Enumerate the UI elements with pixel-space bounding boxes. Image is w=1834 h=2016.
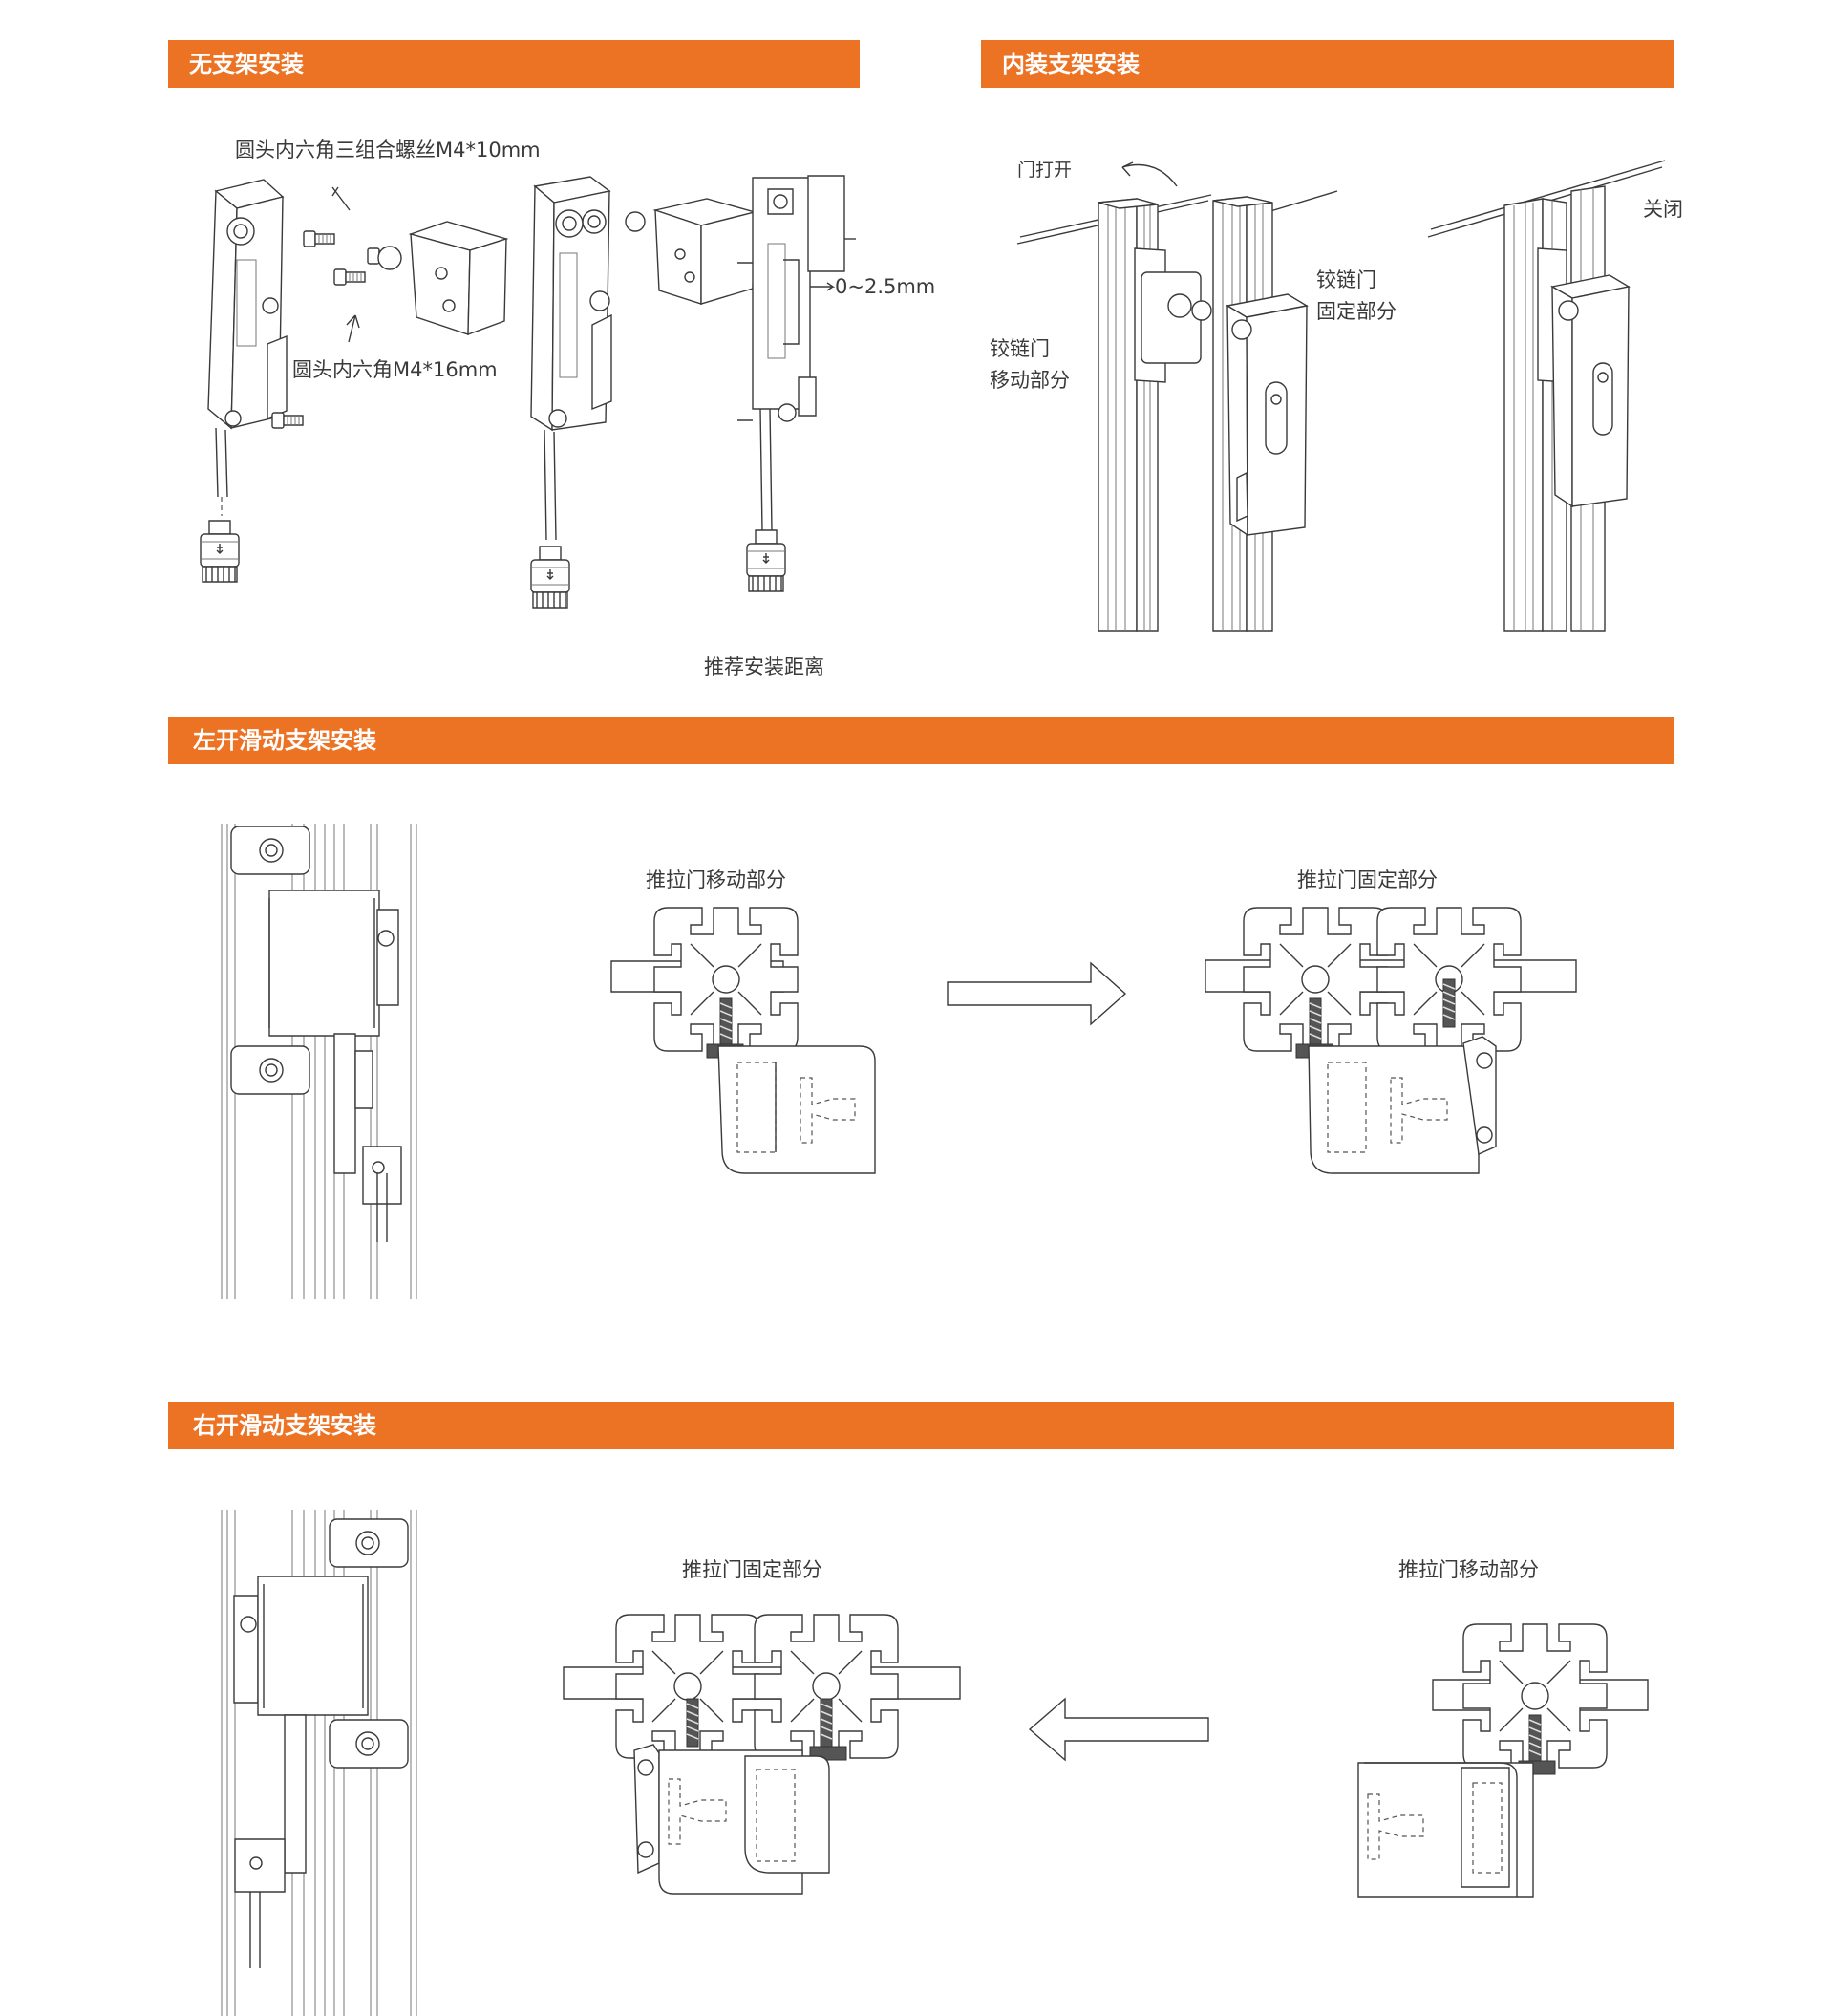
switch-side-view (737, 176, 856, 592)
hinge-door-fixed (1213, 191, 1337, 631)
actuator-exploded (378, 222, 506, 334)
switch-assembled (531, 177, 611, 609)
arrow-left (1030, 1699, 1208, 1760)
label-right-slide-moving: 推拉门移动部分 (1398, 1558, 1539, 1581)
section-title: 无支架安装 (189, 51, 304, 77)
switch-exploded (200, 180, 287, 583)
right-slide-moving-section (1358, 1623, 1648, 1897)
label-left-slide-fixed: 推拉门固定部分 (1297, 869, 1438, 891)
section-title: 左开滑动支架安装 (193, 727, 376, 754)
label-door-open: 门打开 (1017, 160, 1073, 181)
label-left-slide-moving: 推拉门移动部分 (646, 869, 786, 891)
label-hinge-fixed-line1: 铰链门 (1316, 268, 1376, 291)
label-screw-m4-10: 圆头内六角三组合螺丝M4*10mm (235, 139, 541, 161)
label-hinge-moving-line1: 铰链门 (990, 337, 1050, 360)
label-gap: 0~2.5mm (835, 275, 936, 298)
arrow-right (948, 963, 1125, 1024)
section-title: 内装支架安装 (1002, 51, 1140, 77)
label-recommended-distance: 推荐安装距离 (704, 655, 824, 678)
actuator-mounted (626, 199, 755, 304)
label-screw-m4-16: 圆头内六角M4*16mm (292, 358, 498, 381)
left-slide-fixed-section (1205, 907, 1576, 1173)
label-close: 关闭 (1643, 198, 1683, 221)
section-header-internal-bracket: 内装支架安装 (981, 40, 1674, 88)
right-slide-fixed-section (564, 1614, 960, 1894)
hinge-door-open (1017, 162, 1211, 631)
left-slide-moving-section (611, 907, 875, 1173)
screws (271, 187, 399, 429)
section-title: 右开滑动支架安装 (193, 1412, 376, 1439)
right-slide-elevation (222, 1510, 416, 2016)
label-hinge-moving-line2: 移动部分 (990, 369, 1070, 392)
left-slide-elevation (222, 824, 416, 1299)
label-hinge-fixed-line2: 固定部分 (1316, 300, 1397, 323)
section-header-left-slide: 左开滑动支架安装 (168, 717, 1674, 764)
hinge-door-closed (1428, 161, 1665, 631)
section-header-no-bracket: 无支架安装 (168, 40, 860, 88)
label-right-slide-fixed: 推拉门固定部分 (682, 1558, 822, 1581)
section-header-right-slide: 右开滑动支架安装 (168, 1402, 1674, 1449)
